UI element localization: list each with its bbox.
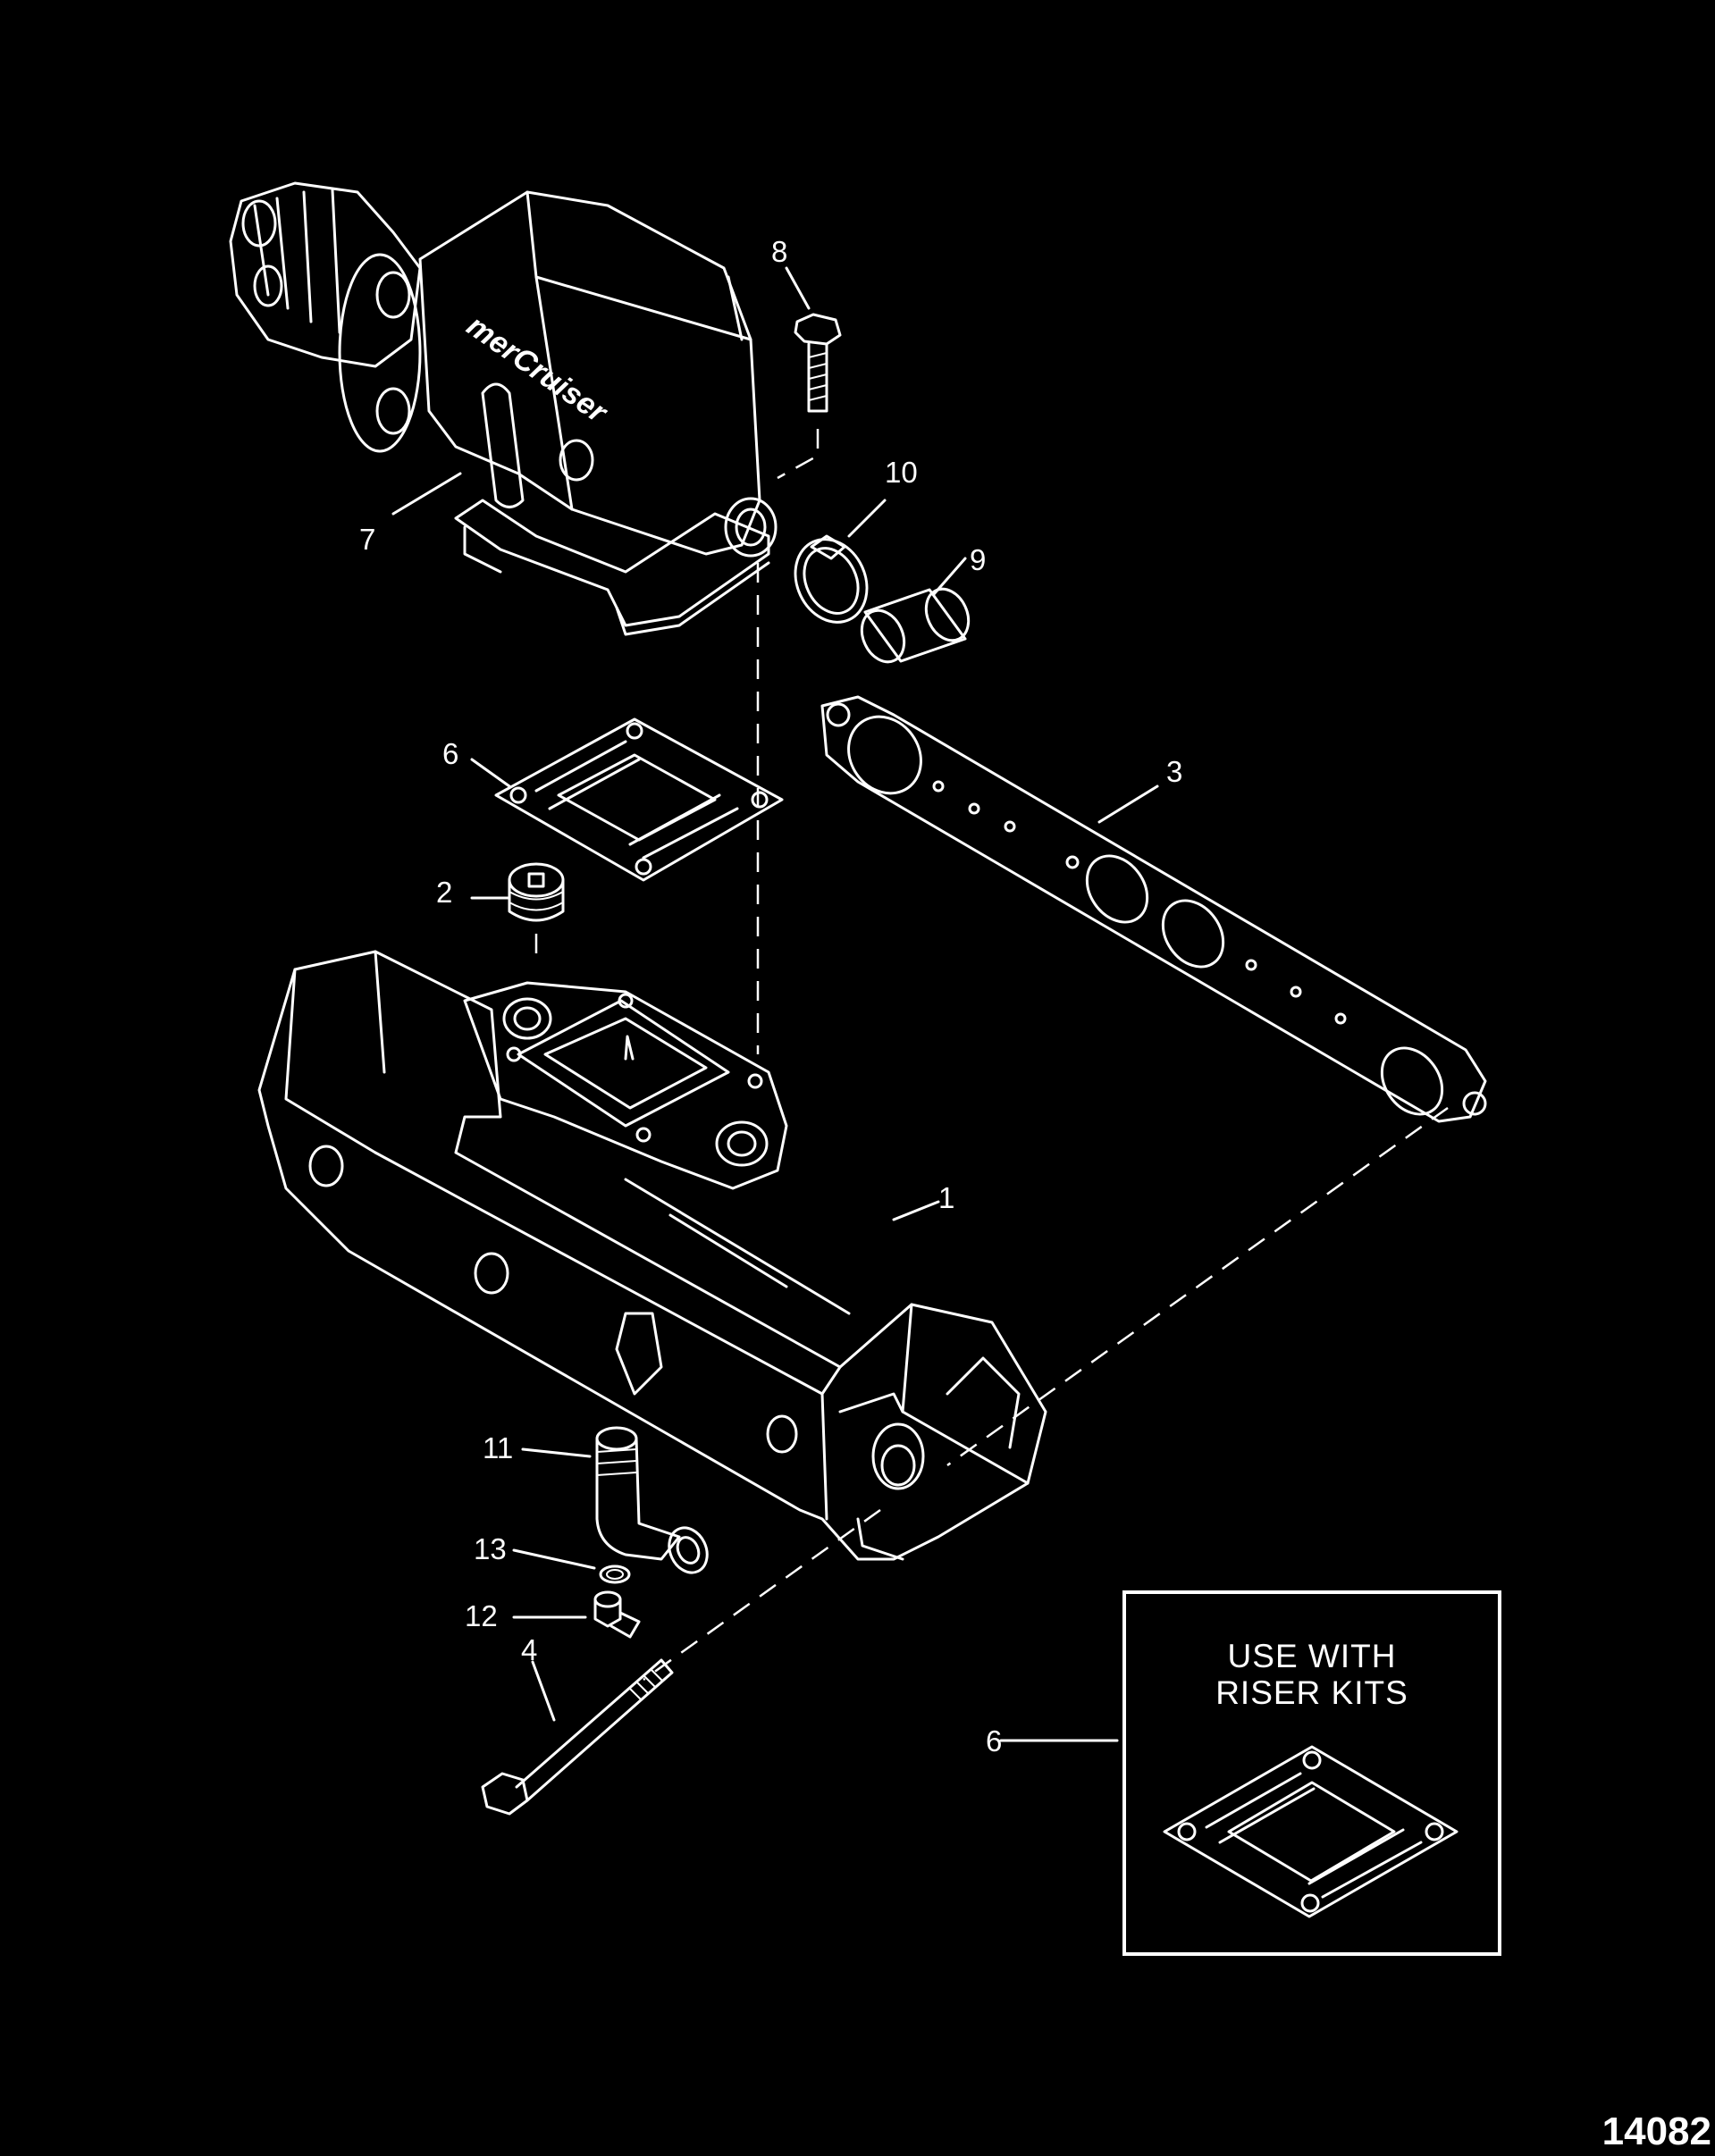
callout-7: 7 (359, 523, 375, 556)
inset-border (1122, 1590, 1501, 1956)
sleeve-part-9 (860, 587, 971, 664)
exhaust-manifold-part-1 (257, 950, 1047, 1561)
callout-2: 2 (436, 876, 452, 909)
riser-kit-inset: USE WITH RISER KITS (1122, 1590, 1501, 1956)
riser-gasket-part-6 (494, 717, 784, 882)
callout-6-main: 6 (442, 737, 458, 770)
inset-note-line2: RISER KITS (1215, 1674, 1408, 1711)
callout-6-inset: 6 (986, 1724, 1002, 1758)
inset-gasket (1163, 1745, 1459, 1918)
callout-labels: 1 2 3 4 6 6 7 8 9 10 11 12 13 (359, 235, 1182, 1758)
elbow-fitting-part-11 (595, 1426, 709, 1574)
callout-9: 9 (970, 543, 986, 576)
long-bolt-part-4 (481, 1658, 674, 1816)
manifold-gasket-part-3 (820, 695, 1487, 1123)
inset-note-line1: USE WITH (1228, 1638, 1397, 1674)
alignment-lines (643, 563, 1449, 1682)
exhaust-riser: merCruiser (229, 181, 778, 636)
pipe-plug-part-2 (508, 862, 565, 965)
leader-lines (391, 266, 1159, 1742)
callout-12: 12 (465, 1599, 498, 1632)
hose-clamp-part-10 (794, 534, 869, 624)
callout-3: 3 (1166, 755, 1182, 788)
bolt-part-8 (777, 313, 842, 480)
o-ring-part-13 (599, 1565, 631, 1584)
drain-fitting-part-12 (593, 1590, 641, 1639)
callout-11: 11 (483, 1431, 513, 1464)
callout-1: 1 (938, 1181, 954, 1214)
figure-id: 14082 (1602, 2110, 1711, 2153)
callout-13: 13 (474, 1532, 507, 1565)
callout-8: 8 (771, 235, 787, 268)
callout-10: 10 (885, 456, 918, 489)
callout-4: 4 (521, 1633, 537, 1666)
